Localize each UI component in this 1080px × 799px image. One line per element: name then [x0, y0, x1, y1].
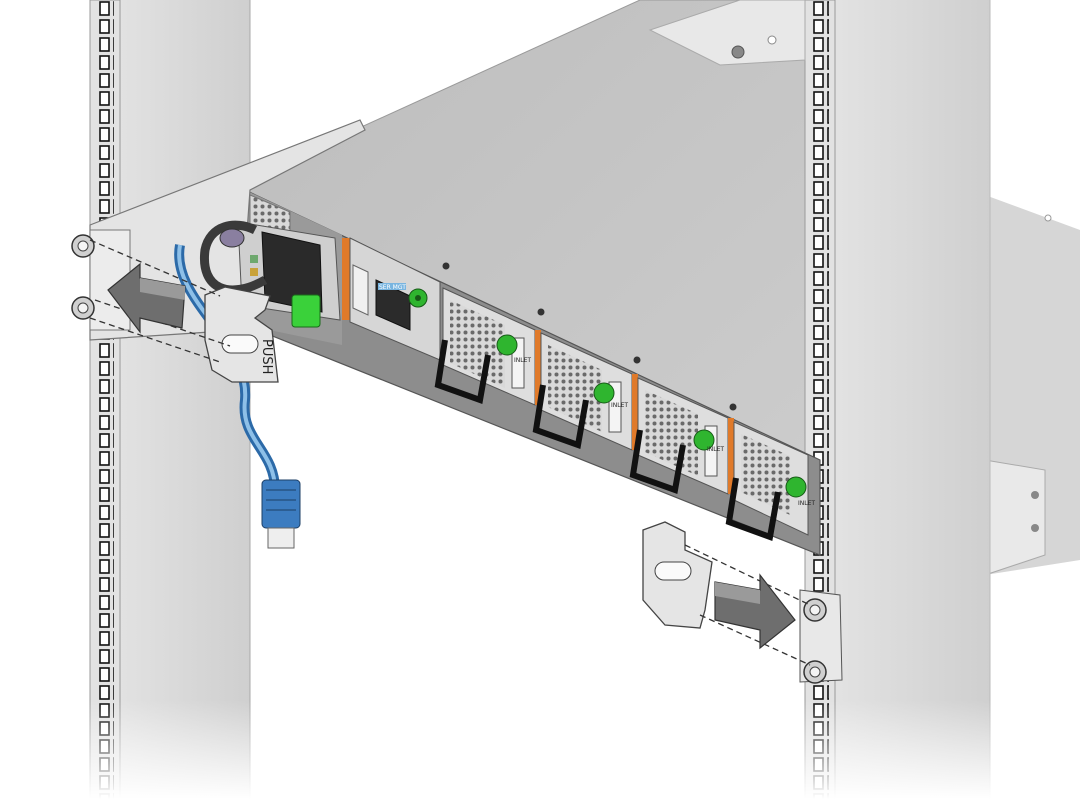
- rack-side-panel: [984, 195, 1080, 576]
- fan-tray-3: INLET: [629, 377, 729, 495]
- inlet-label-3: INLET: [707, 446, 724, 453]
- right-screw-bottom: [803, 660, 827, 684]
- inlet-label-4: INLET: [798, 500, 815, 507]
- orange-label-3: [728, 418, 734, 494]
- left-screw-bottom: [71, 296, 95, 320]
- inlet-label-2: INLET: [611, 402, 628, 409]
- right-cable-bracket: [642, 521, 713, 629]
- right-arrow-icon: [714, 573, 796, 650]
- right-screw-top: [803, 598, 827, 622]
- left-arrow-icon: [107, 262, 186, 334]
- push-label: PUSH: [259, 339, 274, 374]
- orange-label-2: [632, 374, 638, 450]
- rj45-connector: [261, 479, 301, 549]
- fan-tray-4: INLET: [725, 421, 815, 542]
- serial-port-label: SER MGT: [379, 284, 406, 291]
- orange-label-left: [342, 238, 350, 320]
- network-cable: [174, 244, 280, 491]
- orange-label-1: [535, 330, 541, 405]
- left-cable-bracket: PUSH: [204, 286, 279, 383]
- right-alignment-guides: [684, 544, 811, 666]
- bottom-fade: [0, 700, 1080, 799]
- fan-tray-1: INLET: [434, 287, 536, 406]
- left-rack-post: [89, 0, 251, 799]
- chassis-screws: [442, 262, 737, 411]
- fan-tray-2: INLET: [532, 332, 633, 451]
- inlet-label-1: INLET: [514, 357, 531, 364]
- management-module: SER MGT: [349, 237, 441, 361]
- left-screw-top: [71, 234, 95, 258]
- power-latch-green: [291, 294, 321, 328]
